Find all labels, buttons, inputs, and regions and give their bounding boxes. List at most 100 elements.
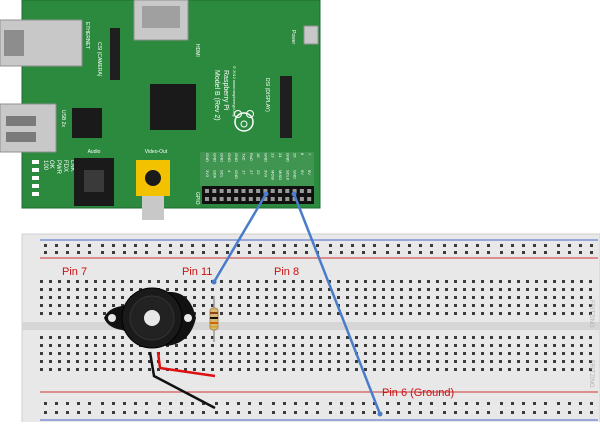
gpio-pin: [307, 189, 312, 193]
breadboard-hole: [166, 280, 169, 283]
breadboard-hole: [158, 411, 161, 414]
breadboard-hole: [364, 280, 367, 283]
breadboard-hole: [112, 244, 115, 247]
breadboard-hole: [49, 360, 52, 363]
breadboard-hole: [481, 312, 484, 315]
breadboard-hole: [364, 344, 367, 347]
breadboard-hole: [259, 402, 262, 405]
breadboard-hole: [283, 304, 286, 307]
audio-label: Audio: [88, 149, 101, 155]
breadboard-hole: [76, 344, 79, 347]
breadboard-hole: [121, 304, 124, 307]
breadboard-hole: [355, 312, 358, 315]
breadboard-hole: [226, 402, 229, 405]
gpio-pin-label: SDA: [212, 170, 217, 179]
breadboard-hole: [316, 244, 319, 247]
breadboard-hole: [463, 352, 466, 355]
breadboard-hole: [259, 244, 262, 247]
gpio-pin: [307, 197, 312, 201]
breadboard-hole: [193, 360, 196, 363]
breadboard-hole: [76, 288, 79, 291]
breadboard-hole: [511, 411, 514, 414]
breadboard-hole: [229, 336, 232, 339]
breadboard-hole: [580, 336, 583, 339]
breadboard-hole: [121, 296, 124, 299]
breadboard-hole: [272, 251, 275, 254]
gpio-pin-label: 5V: [300, 170, 305, 175]
breadboard-hole: [499, 296, 502, 299]
gpio-pin-label: 8: [300, 153, 305, 156]
breadboard-hole: [49, 368, 52, 371]
breadboard-hole: [305, 251, 308, 254]
breadboard-hole: [292, 304, 295, 307]
breadboard-hole: [166, 360, 169, 363]
breadboard-hole: [265, 296, 268, 299]
breadboard-hole: [292, 352, 295, 355]
breadboard-hole: [443, 251, 446, 254]
breadboard-hole: [112, 360, 115, 363]
usb-port: [0, 103, 57, 153]
gpio-pin-label: 22: [256, 170, 261, 175]
breadboard-hole: [328, 296, 331, 299]
breadboard-hole: [557, 402, 560, 405]
breadboard-hole: [562, 288, 565, 291]
breadboard-hole: [517, 352, 520, 355]
gpio-pin: [205, 189, 209, 193]
breadboard-hole: [77, 411, 80, 414]
gpio-pin-label: TxD: [242, 153, 247, 160]
breadboard-hole: [215, 402, 218, 405]
breadboard-hole: [454, 288, 457, 291]
breadboard-hole: [499, 344, 502, 347]
breadboard-hole: [292, 360, 295, 363]
breadboard-hole: [562, 296, 565, 299]
breadboard-hole: [382, 296, 385, 299]
breadboard-hole: [355, 280, 358, 283]
breadboard-hole: [134, 244, 137, 247]
gpio-pin: [285, 189, 290, 193]
breadboard-hole: [94, 304, 97, 307]
breadboard-hole: [382, 344, 385, 347]
gpio-pin-label: RxD: [249, 153, 254, 161]
breadboard-hole: [265, 336, 268, 339]
breadboard-hole: [274, 352, 277, 355]
breadboard-hole: [259, 251, 262, 254]
breadboard-hole: [580, 296, 583, 299]
csi-connector: [110, 28, 120, 80]
dsi-label: DSI (DISPLAY): [264, 78, 270, 112]
breadboard-hole: [454, 296, 457, 299]
breadboard-hole: [247, 360, 250, 363]
gpio-pin: [241, 189, 246, 193]
breadboard-hole: [517, 336, 520, 339]
breadboard-hole: [337, 336, 340, 339]
breadboard-hole: [517, 296, 520, 299]
breadboard-hole: [373, 336, 376, 339]
breadboard-hole: [58, 280, 61, 283]
breadboard-hole: [272, 244, 275, 247]
breadboard-hole: [256, 368, 259, 371]
breadboard-hole: [193, 280, 196, 283]
breadboard-hole: [67, 304, 70, 307]
breadboard-hole: [355, 304, 358, 307]
breadboard-hole: [427, 344, 430, 347]
breadboard-hole: [490, 344, 493, 347]
usb-chip: [72, 108, 102, 138]
pi-copyright: © 2012 www.raspberrypi.org: [232, 66, 237, 117]
breadboard-hole: [346, 312, 349, 315]
breadboard: FRITZING FRITZING: [21, 233, 600, 425]
breadboard-hole: [580, 360, 583, 363]
breadboard-hole: [463, 280, 466, 283]
breadboard-hole: [364, 304, 367, 307]
breadboard-hole: [220, 360, 223, 363]
breadboard-hole: [58, 312, 61, 315]
breadboard-hole: [66, 402, 69, 405]
gpio-pin-label: 24: [278, 153, 283, 158]
breadboard-hole: [49, 288, 52, 291]
breadboard-hole: [67, 312, 70, 315]
breadboard-hole: [445, 304, 448, 307]
breadboard-hole: [319, 296, 322, 299]
breadboard-hole: [101, 402, 104, 405]
breadboard-hole: [463, 288, 466, 291]
breadboard-hole: [328, 288, 331, 291]
breadboard-hole: [238, 360, 241, 363]
breadboard-hole: [166, 288, 169, 291]
